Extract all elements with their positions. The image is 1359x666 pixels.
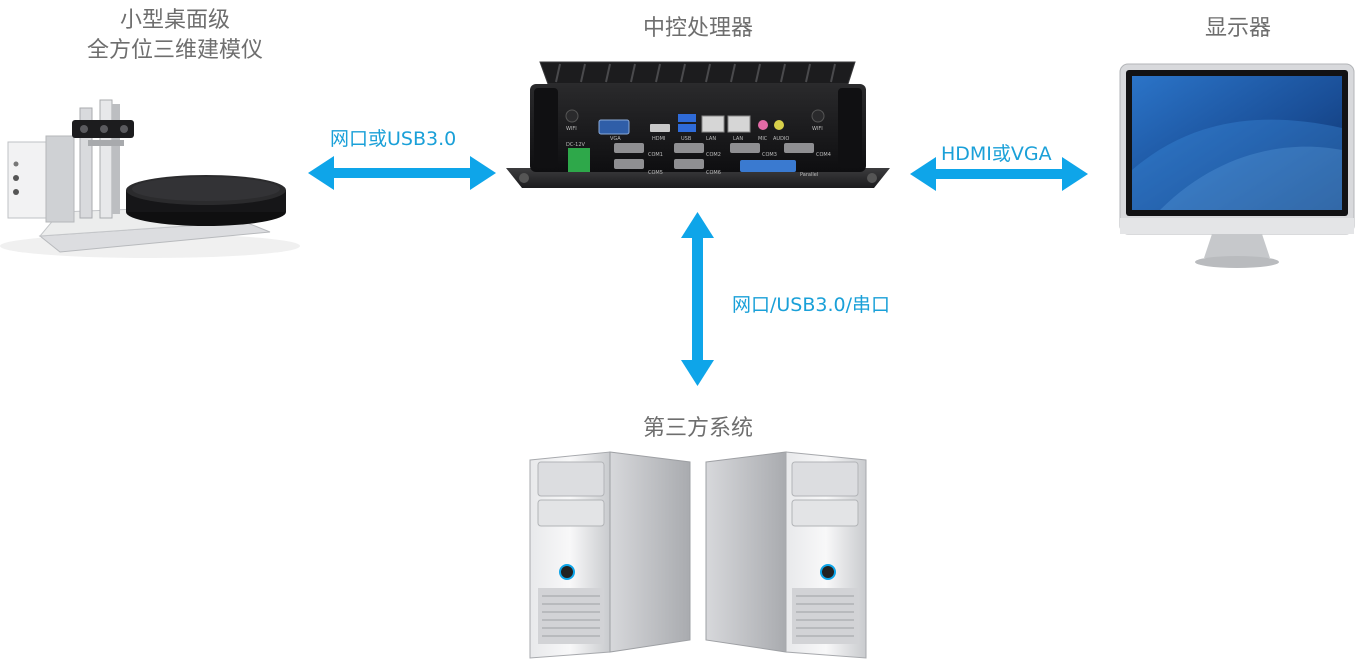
scanner-label: 小型桌面级 全方位三维建模仪 bbox=[60, 6, 290, 66]
port-label-lan-2: LAN bbox=[733, 136, 743, 142]
scanner-device bbox=[0, 99, 300, 258]
port-label-com5: COM5 bbox=[648, 170, 663, 176]
controller-label: 中控处理器 bbox=[642, 16, 753, 41]
port-label-com2: COM2 bbox=[706, 152, 721, 158]
port-label-parallel: Parallel bbox=[800, 172, 818, 178]
port-label-com4: COM4 bbox=[816, 152, 831, 158]
port-label-audio: AUDIO bbox=[773, 136, 789, 142]
controller-device: WIFI VGA HDMI USB LAN LAN MIC AUDIO WIFI… bbox=[506, 61, 890, 188]
link-label-controller-third-party: 网口/USB3.0/串口 bbox=[732, 294, 891, 316]
port-label-dc: DC-12V bbox=[566, 142, 586, 148]
scanner-label-line2: 全方位三维建模仪 bbox=[86, 38, 263, 63]
arrow-scanner-controller bbox=[308, 156, 496, 190]
link-label-scanner-controller: 网口或USB3.0 bbox=[330, 128, 457, 150]
port-label-vga: VGA bbox=[610, 136, 621, 142]
scanner-label-line1: 小型桌面级 bbox=[119, 8, 230, 33]
display-device bbox=[1119, 63, 1355, 268]
display-label: 显示器 bbox=[1204, 16, 1271, 41]
link-label-controller-display: HDMI或VGA bbox=[941, 143, 1052, 165]
port-label-usb: USB bbox=[681, 136, 692, 142]
port-label-hdmi: HDMI bbox=[652, 136, 665, 142]
port-label-lan-1: LAN bbox=[706, 136, 716, 142]
port-label-mic: MIC bbox=[758, 136, 768, 142]
port-label-com1: COM1 bbox=[648, 152, 663, 158]
arrow-controller-third-party bbox=[681, 212, 714, 386]
port-label-wifi-left: WIFI bbox=[566, 126, 577, 132]
arrow-controller-display bbox=[910, 157, 1088, 191]
port-label-com6: COM6 bbox=[706, 170, 721, 176]
port-label-wifi-right: WIFI bbox=[812, 126, 823, 132]
third-party-device bbox=[529, 451, 867, 659]
third-party-label: 第三方系统 bbox=[642, 416, 753, 441]
port-label-com3: COM3 bbox=[762, 152, 777, 158]
